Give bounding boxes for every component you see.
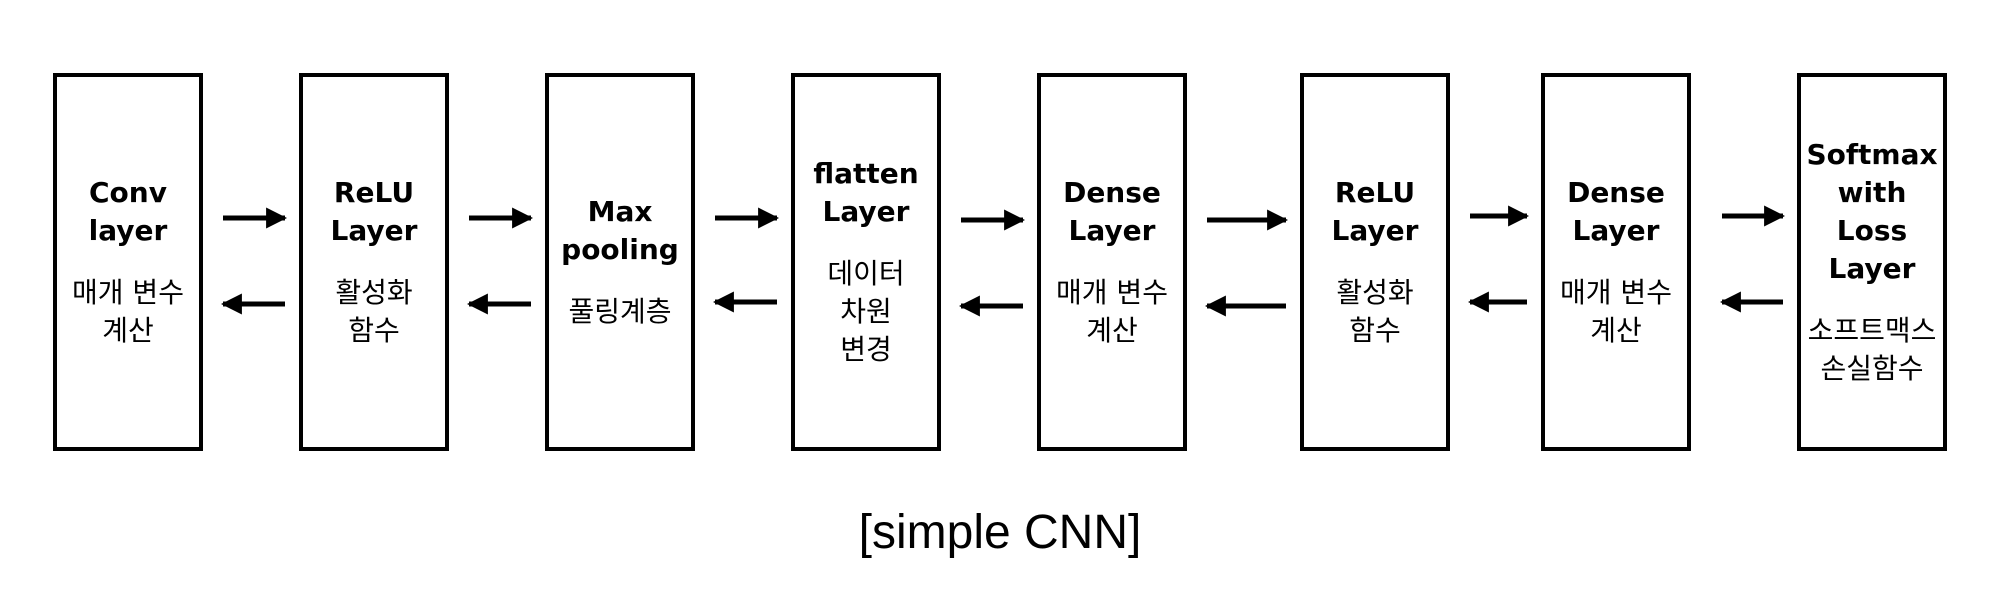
layer-title: Dense Layer (1567, 176, 1665, 247)
layer-title: ReLU Layer (330, 176, 418, 247)
layer-description: 풀링계층 (568, 295, 672, 328)
layer-box-conv: Conv layer 매개 변수 계산 (53, 73, 203, 451)
layer-title: Max pooling (561, 195, 679, 266)
layer-description: 매개 변수 계산 (72, 276, 184, 347)
layer-box-softmax-loss: Softmax with Loss Layer 소프트맥스 손실함수 (1797, 73, 1947, 451)
layer-box-max-pooling: Max pooling 풀링계층 (545, 73, 695, 451)
layer-box-relu-1: ReLU Layer 활성화 함수 (299, 73, 449, 451)
layer-title: ReLU Layer (1331, 176, 1419, 247)
layer-title: Softmax with Loss Layer (1806, 138, 1938, 285)
diagram-caption: [simple CNN] (858, 506, 1142, 559)
layer-title: Conv layer (88, 176, 168, 247)
layer-description: 데이터 차원 변경 (827, 257, 905, 366)
layer-description: 매개 변수 계산 (1560, 276, 1672, 347)
layer-box-dense-2: Dense Layer 매개 변수 계산 (1541, 73, 1691, 451)
layer-title: Dense Layer (1063, 176, 1161, 247)
layer-box-flatten: flatten Layer 데이터 차원 변경 (791, 73, 941, 451)
layer-title: flatten Layer (813, 157, 919, 228)
layer-description: 활성화 함수 (335, 276, 413, 347)
layer-description: 매개 변수 계산 (1056, 276, 1168, 347)
layer-box-relu-2: ReLU Layer 활성화 함수 (1300, 73, 1450, 451)
layer-description: 활성화 함수 (1336, 276, 1414, 347)
layer-box-dense-1: Dense Layer 매개 변수 계산 (1037, 73, 1187, 451)
layer-description: 소프트맥스 손실함수 (1807, 314, 1937, 385)
